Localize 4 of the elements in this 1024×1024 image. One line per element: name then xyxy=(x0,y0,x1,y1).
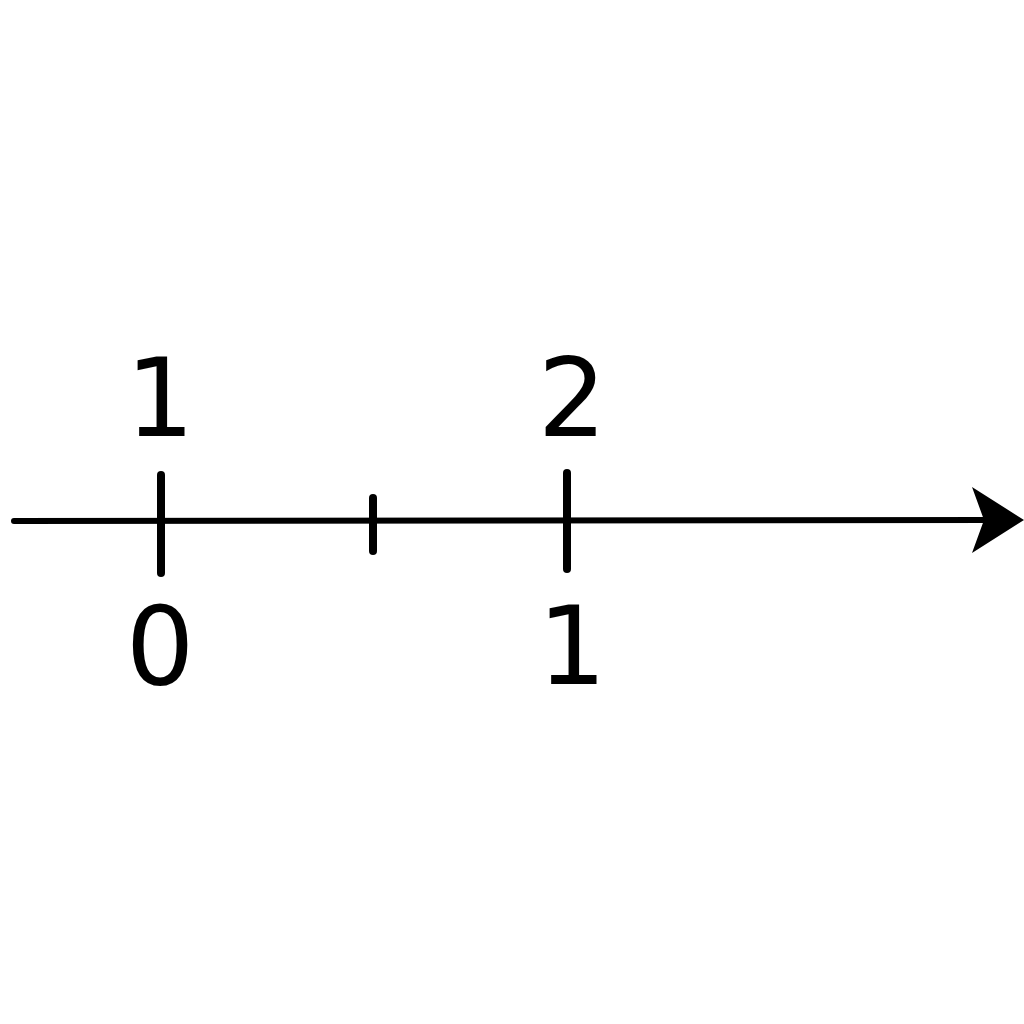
tick-label: 2 xyxy=(537,345,607,453)
tick-label: 1 xyxy=(125,345,195,453)
tick-label: 1 xyxy=(537,593,607,701)
tick-label: 0 xyxy=(125,593,195,701)
